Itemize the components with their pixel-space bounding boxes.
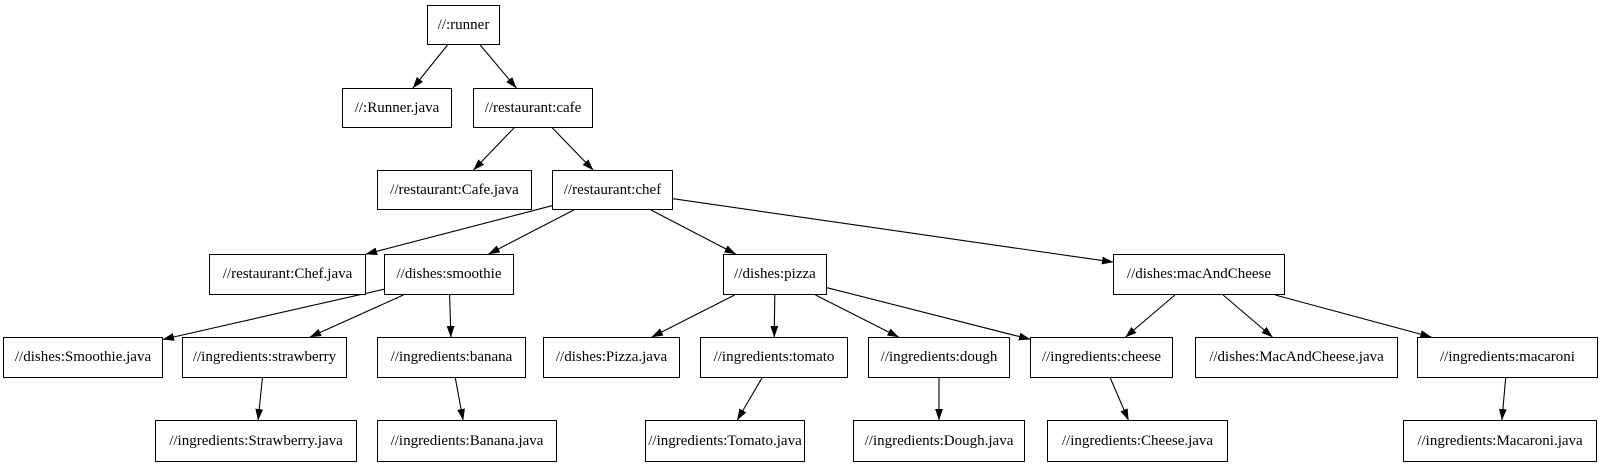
edge-pizza-to-dough	[815, 294, 899, 338]
graph-node-cheese-java: //ingredients:Cheese.java	[1047, 420, 1228, 462]
edge-runner-to-runner-java	[412, 44, 448, 89]
edge-tomato-to-tomato-java	[736, 377, 763, 421]
graph-node-pizza-java: //dishes:Pizza.java	[543, 337, 680, 378]
edge-macaroni-to-macaroni-java	[1499, 377, 1507, 421]
edge-pizza-to-tomato	[770, 294, 779, 338]
graph-node-runner-java: //:Runner.java	[342, 88, 452, 128]
edge-smoothie-to-strawberry	[309, 294, 404, 338]
edge-group	[162, 44, 1507, 421]
graph-node-tomato-java: //ingredients:Tomato.java	[645, 420, 805, 462]
graph-node-smoothie-java: //dishes:Smoothie.java	[3, 337, 163, 378]
graph-node-cheese: //ingredients:cheese	[1030, 337, 1173, 378]
edge-pizza-to-pizza-java	[651, 294, 735, 338]
graph-node-macaroni-java: //ingredients:Macaroni.java	[1403, 420, 1597, 462]
graph-node-mac-and-cheese: //dishes:macAndCheese	[1113, 254, 1285, 295]
edge-chef-to-chef-java	[365, 205, 553, 256]
edge-chef-to-mac-and-cheese	[672, 198, 1114, 265]
edge-strawberry-to-strawberry-java	[255, 377, 264, 421]
graph-node-dough-java: //ingredients:Dough.java	[853, 420, 1025, 462]
graph-node-cafe: //restaurant:cafe	[473, 88, 593, 128]
graph-node-dough: //ingredients:dough	[868, 337, 1010, 378]
edge-pizza-to-cheese	[826, 287, 1031, 341]
graph-node-smoothie: //dishes:smoothie	[384, 254, 514, 295]
graph-node-banana-java: //ingredients:Banana.java	[377, 420, 557, 462]
graph-node-chef-java: //restaurant:Chef.java	[209, 254, 366, 295]
edge-chef-to-pizza	[650, 209, 737, 255]
edge-smoothie-to-smoothie-java	[162, 288, 385, 341]
edge-mac-and-cheese-to-macaroni	[1275, 294, 1432, 338]
edge-smoothie-to-banana	[446, 294, 455, 338]
graph-node-macaroni: //ingredients:macaroni	[1417, 337, 1598, 378]
edge-cafe-to-cafe-java	[473, 127, 515, 171]
edge-chef-to-smoothie	[488, 209, 575, 255]
graph-node-tomato: //ingredients:tomato	[700, 337, 848, 378]
edge-mac-and-cheese-to-cheese	[1125, 294, 1176, 338]
edge-runner-to-cafe	[479, 44, 517, 89]
edge-mac-and-cheese-to-mac-and-cheese-java	[1222, 294, 1273, 338]
graph-node-chef: //restaurant:chef	[552, 170, 673, 210]
edge-cheese-to-cheese-java	[1109, 377, 1129, 421]
graph-node-strawberry: //ingredients:strawberry	[182, 337, 347, 378]
graph-node-mac-and-cheese-java: //dishes:MacAndCheese.java	[1195, 337, 1398, 378]
graph-node-banana: //ingredients:banana	[377, 337, 526, 378]
graph-node-strawberry-java: //ingredients:Strawberry.java	[155, 420, 357, 462]
edge-cafe-to-chef	[552, 127, 594, 171]
graph-node-cafe-java: //restaurant:Cafe.java	[377, 170, 532, 210]
graph-node-runner: //:runner	[427, 5, 500, 45]
graph-node-pizza: //dishes:pizza	[723, 254, 827, 295]
edge-banana-to-banana-java	[454, 377, 465, 421]
